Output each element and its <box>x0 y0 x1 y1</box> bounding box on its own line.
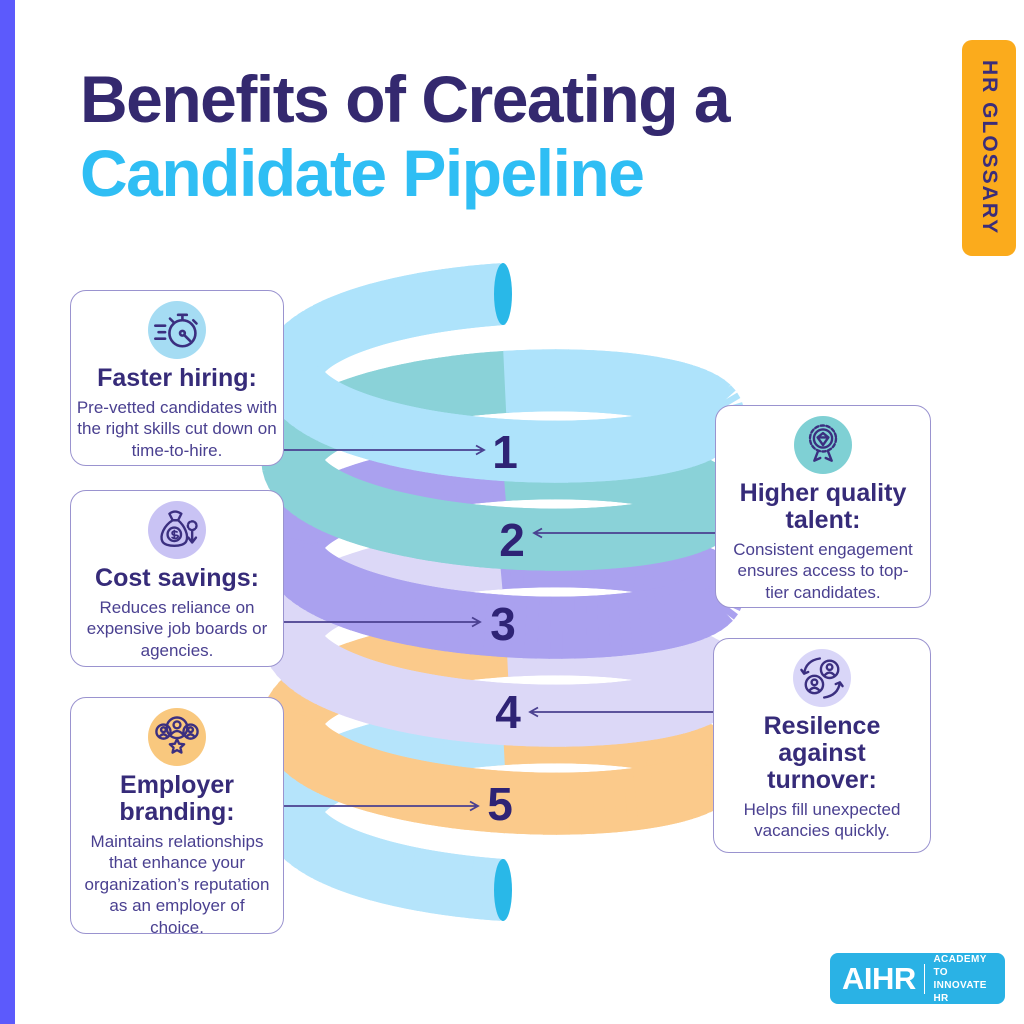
money-bag-icon-circle <box>148 501 206 559</box>
money-bag-icon <box>160 510 198 548</box>
connector-line-3 <box>284 616 482 628</box>
spiral-number-4: 4 <box>495 686 521 738</box>
left-accent-bar <box>0 0 15 1024</box>
benefit-description: Helps fill unexpected vacancies quickly. <box>743 800 901 841</box>
people-star-icon-circle <box>148 708 206 766</box>
connector-line-4 <box>528 706 714 718</box>
medal-icon-circle <box>794 416 852 474</box>
benefit-title: Cost savings: <box>95 564 259 592</box>
people-star-icon <box>155 716 199 754</box>
connector-line-5 <box>284 800 480 812</box>
stopwatch-icon <box>154 313 198 348</box>
spiral-number-2: 2 <box>499 514 525 566</box>
spiral-end-cap <box>494 859 512 921</box>
aihr-logo-tagline-line1: ACADEMY TO <box>933 953 987 978</box>
hr-glossary-tag: HR GLOSSARY <box>962 40 1016 256</box>
stopwatch-icon-circle <box>148 301 206 359</box>
page-title-line1: Benefits of Creating a <box>80 62 731 136</box>
benefit-card-employer-branding: Employer branding: Maintains relationshi… <box>70 697 284 937</box>
spiral-number-5: 5 <box>487 778 513 830</box>
benefit-description: Pre-vetted candidates with the right ski… <box>76 398 278 460</box>
benefit-description: Maintains relationships that enhance you… <box>84 832 270 937</box>
page-title: Benefits of Creating a Candidate Pipelin… <box>80 62 731 210</box>
benefit-description: Reduces reliance on expensive job boards… <box>86 598 268 660</box>
aihr-logo-tagline: ACADEMY TO INNOVATE HR <box>933 953 993 1005</box>
aihr-logo-tagline-line2: INNOVATE HR <box>933 979 987 1004</box>
benefit-card-higher-quality-talent: Higher quality talent: Consistent engage… <box>715 405 931 608</box>
benefit-title: Higher quality talent: <box>739 479 907 534</box>
spiral-end-cap <box>494 263 512 325</box>
benefit-title: Employer branding: <box>119 771 235 826</box>
benefit-description: Consistent engagement ensures access to … <box>733 540 913 602</box>
medal-icon <box>808 424 838 462</box>
people-rotation-icon-circle <box>793 649 851 707</box>
connector-lines <box>284 444 716 812</box>
spiral-coils <box>261 263 745 921</box>
spiral-number-1: 1 <box>492 426 518 478</box>
aihr-logo: AIHR ACADEMY TO INNOVATE HR <box>830 953 1005 1004</box>
aihr-logo-brand: AIHR <box>842 960 916 996</box>
aihr-logo-divider <box>923 963 926 994</box>
benefit-title: Faster hiring: <box>97 364 257 392</box>
benefit-card-faster-hiring: Faster hiring: Pre-vetted candidates wit… <box>70 290 284 466</box>
benefit-title: Resilence against turnover: <box>763 712 881 794</box>
connector-line-1 <box>284 444 486 456</box>
people-rotation-icon <box>800 657 844 699</box>
connector-line-2 <box>532 527 716 539</box>
benefit-card-cost-savings: Cost savings: Reduces reliance on expens… <box>70 490 284 667</box>
benefit-card-resilence-against-turnover: Resilence against turnover: Helps fill u… <box>713 638 931 853</box>
hr-glossary-tag-label: HR GLOSSARY <box>978 60 1001 236</box>
spiral-number-3: 3 <box>490 598 516 650</box>
page-title-line2: Candidate Pipeline <box>80 136 645 210</box>
